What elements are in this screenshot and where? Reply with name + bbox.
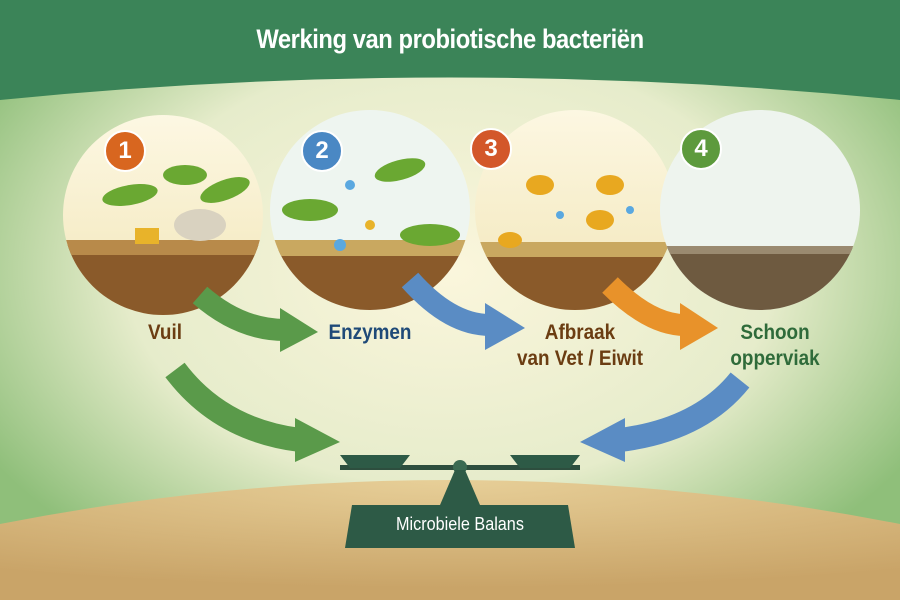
step-4-label-line1: Schoon	[740, 321, 810, 344]
page-title: Werking van probiotische bacteriën	[256, 24, 644, 54]
step-4-badge: 4	[680, 128, 722, 170]
arrow-to-balance-left	[165, 362, 302, 452]
step-4-label-line2: opperviak	[730, 347, 820, 370]
balance-label: Microbiele Balans	[396, 514, 524, 534]
arrow-to-balance-right	[618, 372, 750, 452]
step-2-label: Enzymen	[328, 321, 412, 344]
step-2-badge: 2	[301, 130, 343, 172]
step-3-label-line1: Afbraak	[544, 321, 616, 344]
step-3-label-line2: van Vet / Eiwit	[516, 347, 644, 370]
step-1-label: Vuil	[148, 321, 182, 344]
step-3-badge: 3	[470, 128, 512, 170]
balance-base	[345, 505, 575, 548]
step-3-label: Afbraak van Vet / Eiwit	[499, 320, 661, 372]
step-4-label: Schoon opperviak	[717, 320, 834, 372]
arrow-2-3	[401, 272, 491, 336]
arrow-1-2	[192, 286, 286, 341]
balance-scale	[340, 455, 580, 548]
step-1-badge: 1	[104, 130, 146, 172]
arrow-3-4	[602, 277, 686, 336]
header-band	[0, 0, 900, 100]
